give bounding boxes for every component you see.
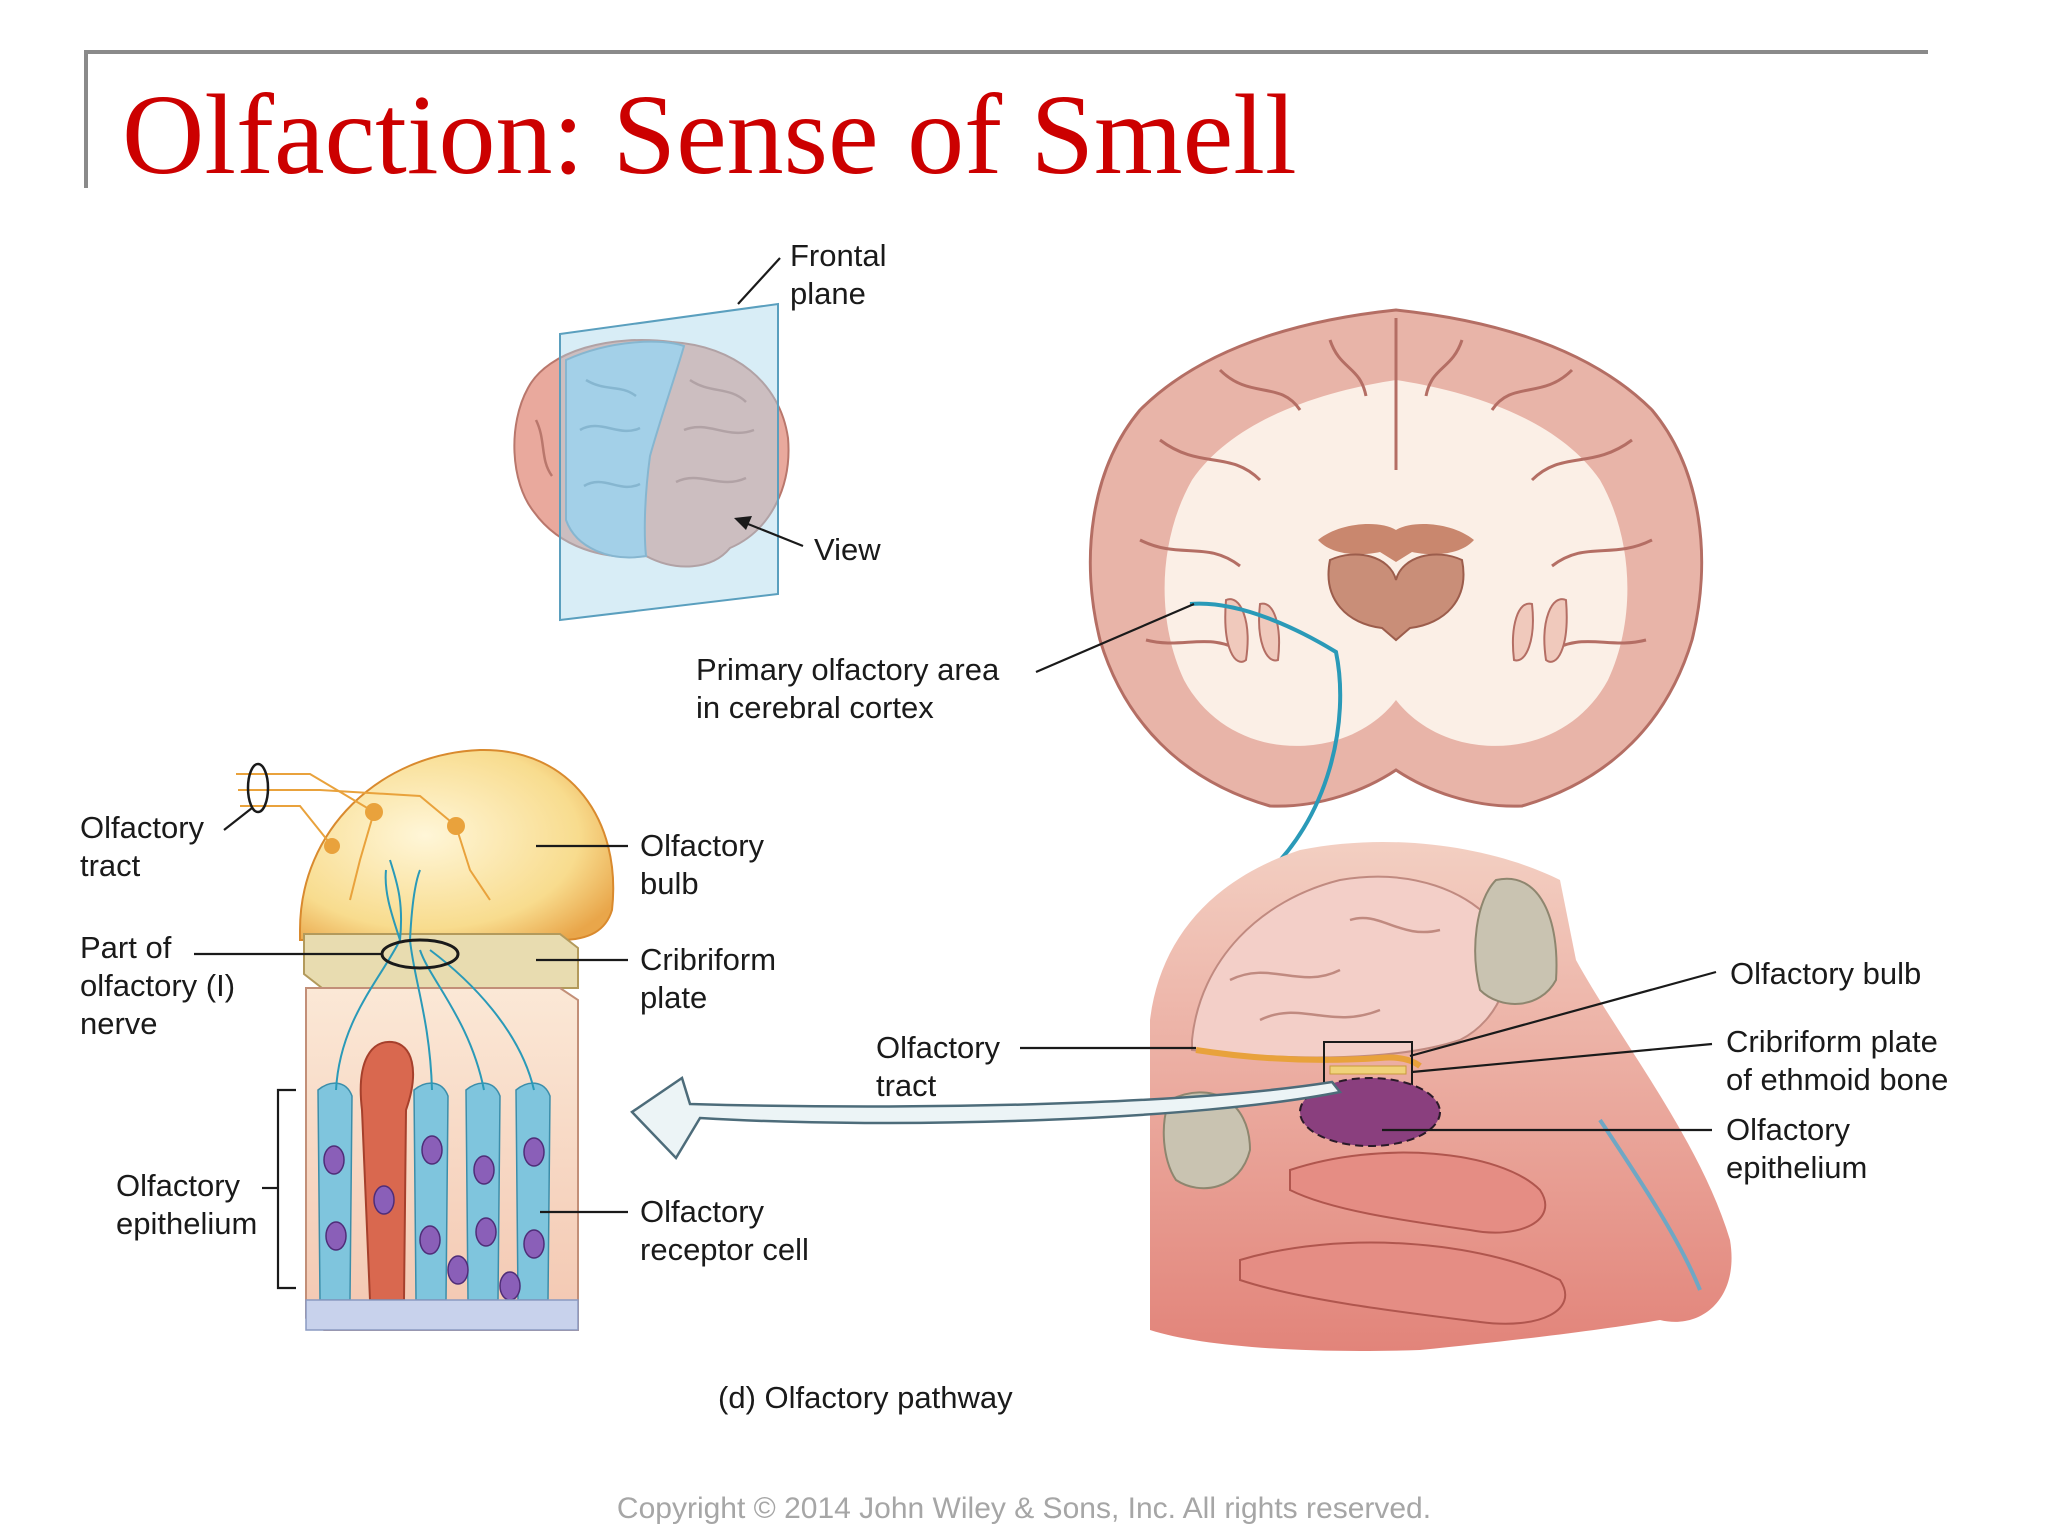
label-left-olfactory-bulb: Olfactory bulb [640,828,773,901]
frontal-sinus [1474,877,1558,1005]
frontal-plane [559,302,779,622]
label-left-cribriform-plate: Cribriform plate [640,942,785,1015]
small-brain-figure [513,302,790,622]
olfactory-axons [335,859,535,1091]
figure-caption: (d) Olfactory pathway [718,1380,1013,1415]
blue-cut-region [565,340,686,559]
coronal-brain-section [1088,308,1704,1041]
lateral-ventricles [1318,524,1474,562]
copyright-notice: Copyright © 2014 John Wiley & Sons, Inc.… [616,1492,1432,1525]
olfactory-detail-figure [236,748,615,1331]
cribriform-plate-left [303,933,579,989]
label-right-olfactory-epithelium: Olfactory epithelium [1726,1112,1867,1185]
label-right-olfactory-bulb: Olfactory bulb [1730,956,1921,991]
olfactory-tract-right [1195,1047,1422,1069]
magnification-arrow [630,1076,1343,1161]
label-view: View [814,532,881,567]
label-left-olfactory-epithelium: Olfactory epithelium [116,1168,257,1241]
tract-bundle-ring [246,762,270,814]
label-frontal-plane: Frontal plane [790,238,895,311]
label-mid-olfactory-tract: Olfactory tract [876,1030,1009,1103]
basement-membrane [305,1299,579,1331]
receptor-cell-nuclei [323,1135,545,1301]
slide-title: Olfaction: Sense of Smell [122,71,1297,198]
nasal-cavity-section [1150,841,1732,1352]
label-primary-olfactory-area: Primary olfactory area in cerebral corte… [696,652,1008,725]
white-matter [1164,380,1628,746]
label-right-cribriform-plate: Cribriform plate of ethmoid bone [1726,1024,1948,1097]
superior-concha [1289,1151,1547,1234]
frame-top-rule [84,50,1928,54]
label-part-of-nerve: Part of olfactory (I) nerve [80,930,244,1041]
nose-cartilage [1598,1118,1702,1291]
olfactory-bulb-left [299,748,615,941]
frame-left-rule [84,50,88,188]
label-left-olfactory-tract: Olfactory tract [80,810,213,883]
middle-concha [1239,1241,1567,1325]
epithelium-bracket [276,1088,296,1290]
cribriform-plate-right [1329,1065,1407,1075]
thalamus [1327,553,1465,642]
label-olfactory-receptor-cell: Olfactory receptor cell [640,1194,809,1267]
bowmans-gland [359,1040,414,1301]
